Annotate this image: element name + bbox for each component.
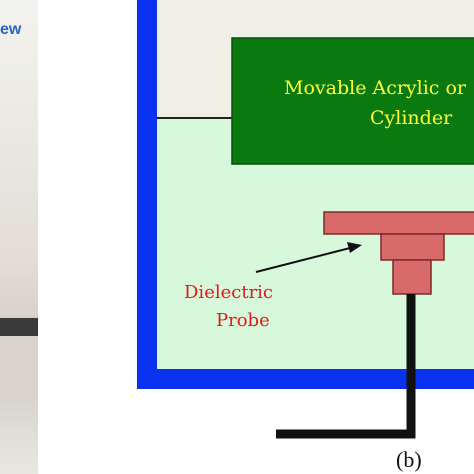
probe-cable	[276, 294, 416, 439]
probe-arrow-head	[347, 242, 362, 253]
probe-flange	[323, 211, 474, 235]
photo-visible-text: ew	[0, 21, 22, 38]
probe-body	[380, 233, 445, 261]
photo-background	[0, 0, 38, 474]
cylinder-label-line1: Movable Acrylic or	[284, 77, 467, 99]
probe-label-line1: Dielectric	[184, 282, 273, 303]
photo-panel: ew	[0, 0, 134, 474]
probe-neck	[392, 259, 432, 295]
probe-arrow-line	[255, 247, 351, 273]
photo-dark-band	[0, 318, 38, 336]
panel-label: (b)	[396, 447, 422, 472]
photo-base	[0, 336, 38, 394]
photo-gap	[38, 0, 134, 474]
movable-cylinder	[231, 37, 474, 165]
probe-label-line2: Probe	[216, 310, 270, 331]
diagram-panel: Movable Acrylic or Cylinder Dielectric P…	[137, 0, 474, 472]
cylinder-label-line2: Cylinder	[370, 107, 453, 129]
